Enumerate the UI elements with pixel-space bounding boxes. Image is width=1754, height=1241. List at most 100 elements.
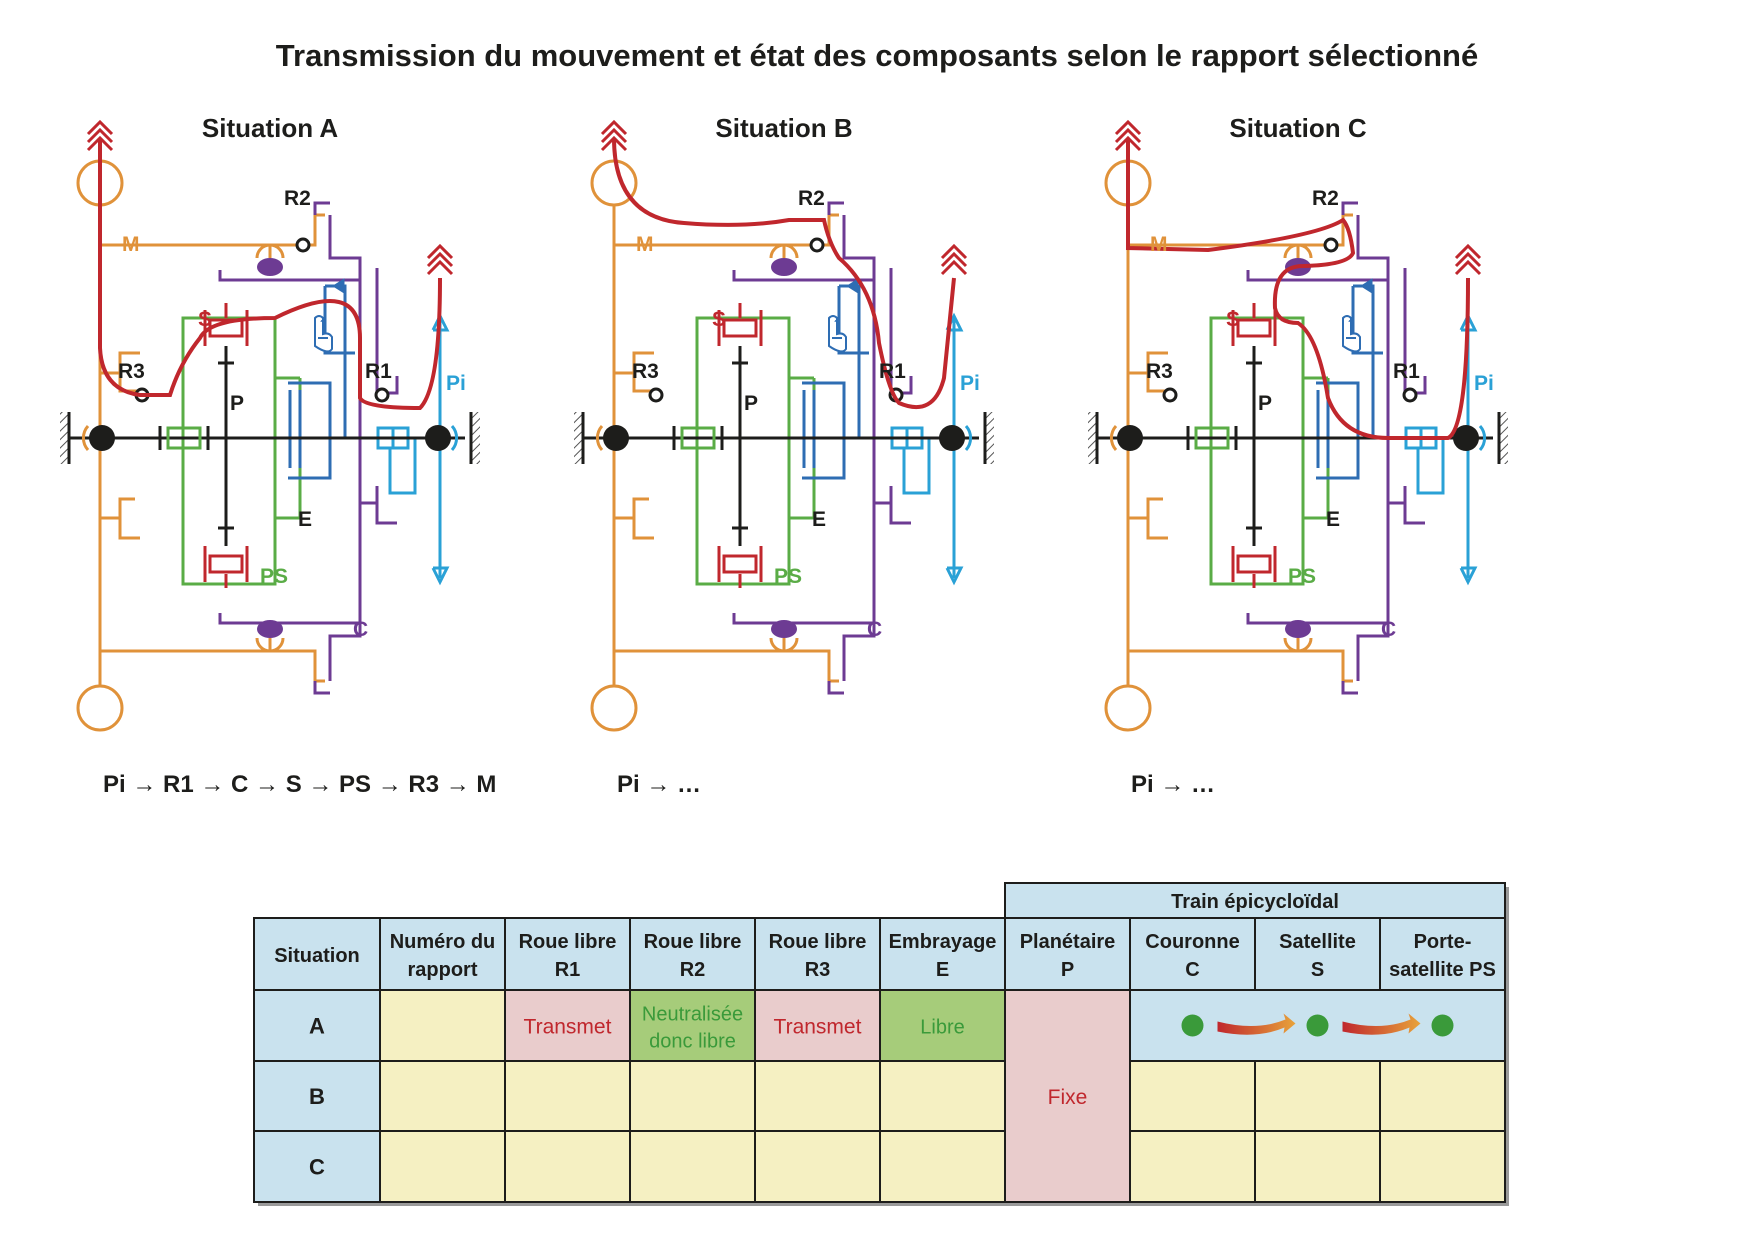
column-header: P bbox=[1061, 959, 1074, 981]
cell-value: donc libre bbox=[649, 1031, 736, 1053]
header-cell bbox=[1379, 917, 1506, 991]
situation-title: Situation B bbox=[715, 113, 852, 143]
label-ps: PS bbox=[774, 565, 802, 588]
power-flow-path bbox=[612, 137, 956, 409]
label-pi: Pi bbox=[960, 372, 980, 395]
table-cell bbox=[379, 1060, 506, 1132]
table-cell bbox=[879, 1130, 1006, 1203]
label-c: C bbox=[867, 618, 882, 641]
column-header: Roue libre bbox=[769, 931, 867, 953]
label-p: P bbox=[744, 392, 758, 415]
table-cell bbox=[504, 1060, 631, 1132]
column-header: satellite PS bbox=[1389, 959, 1496, 981]
group-header-cell bbox=[1004, 882, 1506, 919]
column-header: S bbox=[1311, 959, 1324, 981]
table-cell bbox=[1129, 1130, 1256, 1203]
label-s: S bbox=[198, 308, 212, 331]
power-arrow-head bbox=[1454, 243, 1482, 276]
hint-mark: ? bbox=[320, 317, 327, 331]
table-cell bbox=[754, 1130, 881, 1203]
state-dot bbox=[1181, 1014, 1204, 1037]
transmission-arrow bbox=[1342, 1013, 1421, 1035]
label-c: C bbox=[353, 618, 368, 641]
row-label: B bbox=[309, 1084, 325, 1109]
column-header: Roue libre bbox=[519, 931, 617, 953]
column-header: Porte- bbox=[1414, 931, 1472, 953]
column-header: Roue libre bbox=[644, 931, 742, 953]
hint-mark: ? bbox=[834, 317, 841, 331]
label-r3: R3 bbox=[1146, 360, 1173, 383]
row-header-cell bbox=[253, 989, 381, 1062]
column-header: Situation bbox=[274, 945, 360, 967]
table-cell bbox=[629, 989, 756, 1062]
table-cell bbox=[1129, 1060, 1256, 1132]
table-cell bbox=[1379, 1130, 1506, 1203]
table-cell bbox=[504, 1130, 631, 1203]
column-header: C bbox=[1185, 959, 1199, 981]
table-cell bbox=[379, 989, 506, 1062]
planetaire-cell bbox=[1004, 989, 1131, 1203]
label-ps: PS bbox=[260, 565, 288, 588]
flow-sequence: Pi → R1 → C → S → PS → R3 → M bbox=[103, 771, 496, 798]
column-header: rapport bbox=[408, 959, 478, 981]
row-label: A bbox=[309, 1014, 325, 1039]
state-dot bbox=[1431, 1014, 1454, 1037]
flow-sequence: Pi → … bbox=[1131, 771, 1215, 798]
label-ps: PS bbox=[1288, 565, 1316, 588]
power-arrow-head bbox=[86, 119, 114, 152]
table-cell bbox=[1254, 1060, 1381, 1132]
power-arrow-head bbox=[600, 119, 628, 152]
cell-value: Transmet bbox=[774, 1016, 862, 1039]
hint-mark: ? bbox=[1348, 317, 1355, 331]
power-arrow-head bbox=[426, 243, 454, 276]
header-cell bbox=[504, 917, 631, 991]
label-e: E bbox=[1326, 508, 1340, 531]
table-cell bbox=[879, 1060, 1006, 1132]
label-m: M bbox=[122, 233, 140, 256]
label-r2: R2 bbox=[798, 187, 825, 210]
page-title: Transmission du mouvement et état des co… bbox=[276, 38, 1478, 73]
column-header: Couronne bbox=[1145, 931, 1239, 953]
label-s: S bbox=[712, 308, 726, 331]
cell-value: Libre bbox=[920, 1017, 964, 1039]
label-r1: R1 bbox=[365, 360, 392, 383]
header-cell bbox=[1004, 917, 1131, 991]
situation-title: Situation C bbox=[1229, 113, 1366, 143]
label-r2: R2 bbox=[284, 187, 311, 210]
power-flow-path bbox=[98, 138, 442, 411]
transmission-arrow bbox=[1217, 1013, 1296, 1035]
power-flow-path bbox=[1126, 138, 1470, 440]
column-header: R2 bbox=[680, 959, 706, 981]
flow-sequence: Pi → … bbox=[617, 771, 701, 798]
row-header-cell bbox=[253, 1060, 381, 1132]
table-cell bbox=[754, 1060, 881, 1132]
column-header: Satellite bbox=[1279, 931, 1356, 953]
label-e: E bbox=[812, 508, 826, 531]
row-label: C bbox=[309, 1155, 325, 1180]
column-header: Planétaire bbox=[1020, 931, 1116, 953]
column-header: Embrayage bbox=[889, 931, 997, 953]
column-header: Numéro du bbox=[390, 931, 496, 953]
power-arrow-head bbox=[940, 243, 968, 276]
header-cell bbox=[1254, 917, 1381, 991]
label-r2: R2 bbox=[1312, 187, 1339, 210]
label-r1: R1 bbox=[1393, 360, 1420, 383]
label-r3: R3 bbox=[632, 360, 659, 383]
cell-value: Transmet bbox=[524, 1016, 612, 1039]
table-cell bbox=[629, 1060, 756, 1132]
label-m: M bbox=[636, 233, 654, 256]
header-cell bbox=[754, 917, 881, 991]
column-header: E bbox=[936, 959, 949, 981]
column-header: R1 bbox=[555, 959, 581, 981]
label-r1: R1 bbox=[879, 360, 906, 383]
table-cell bbox=[1254, 1130, 1381, 1203]
label-pi: Pi bbox=[1474, 372, 1494, 395]
header-cell bbox=[253, 917, 381, 991]
label-p: P bbox=[230, 392, 244, 415]
table-cell bbox=[379, 1130, 506, 1203]
